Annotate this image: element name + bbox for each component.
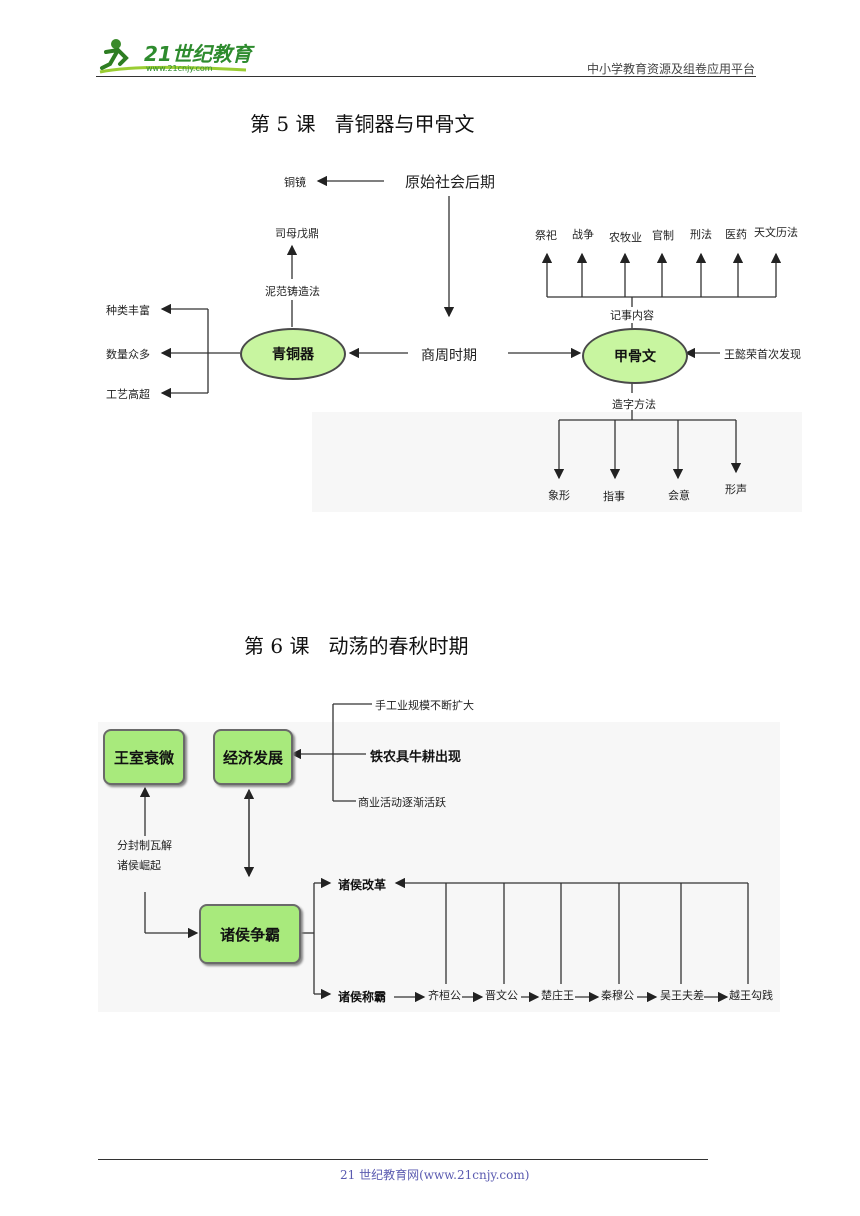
ruler-item: 越王勾践 (729, 989, 773, 1002)
node-fenfeng: 分封制瓦解 诸侯崛起 (117, 836, 172, 876)
method-item: 象形 (548, 489, 570, 502)
footer-text: 21 世纪教育网(www.21cnjy.com) (340, 1168, 530, 1182)
node-casting-method: 泥范铸造法 (265, 285, 320, 298)
node-discoverer: 王懿荣首次发现 (724, 348, 801, 361)
node-primitive-society: 原始社会后期 (405, 173, 496, 191)
node-record-content: 记事内容 (610, 307, 654, 323)
node-oracle-bone: 甲骨文 (582, 328, 688, 384)
node-economy: 经济发展 (213, 729, 293, 785)
ruler-item: 楚庄王 (541, 989, 574, 1002)
record-item: 医药 (725, 228, 747, 241)
header-logo: 21世纪教育 www.21cnjy.com (96, 34, 266, 78)
node-royal-decline: 王室衰微 (103, 729, 185, 785)
node-hegemony: 诸侯争霸 (199, 904, 301, 964)
ruler-item: 齐桓公 (428, 989, 461, 1002)
logo-text: 21世纪教育 (144, 42, 252, 66)
node-copper-mirror: 铜镜 (284, 176, 306, 189)
ruler-item: 秦穆公 (601, 989, 634, 1002)
site-name: 中小学教育资源及组卷应用平台 (586, 62, 755, 76)
lesson5-connectors (160, 175, 782, 480)
node-reform: 诸侯改革 (338, 878, 387, 892)
econ-item: 铁农具牛耕出现 (370, 750, 462, 765)
record-item: 农牧业 (609, 231, 642, 244)
record-item: 刑法 (690, 228, 712, 241)
record-item: 官制 (652, 229, 674, 242)
node-bronze: 青铜器 (240, 328, 346, 380)
logo-runner-icon (99, 39, 247, 74)
header-rule (96, 76, 756, 77)
record-item: 祭祀 (535, 229, 557, 242)
lesson6-connectors (139, 703, 749, 1003)
ruler-item: 吴王夫差 (660, 989, 704, 1002)
node-quantity: 数量众多 (106, 348, 150, 361)
node-shang-zhou: 商周时期 (421, 348, 477, 364)
node-method: 造字方法 (612, 398, 656, 411)
logo-url: www.21cnjy.com (146, 64, 213, 73)
method-item: 指事 (603, 490, 625, 503)
lesson5-diagram-bg (312, 412, 802, 512)
econ-item: 商业活动逐渐活跃 (358, 796, 446, 809)
econ-item: 手工业规模不断扩大 (375, 699, 474, 712)
node-dominate: 诸侯称霸 (338, 990, 387, 1004)
node-variety: 种类丰富 (106, 304, 150, 317)
record-item: 战争 (572, 228, 594, 241)
method-item: 形声 (725, 483, 747, 496)
ruler-item: 晋文公 (485, 989, 518, 1002)
lesson5-title: 第 5 课 青铜器与甲骨文 (250, 112, 475, 136)
footer-rule (98, 1159, 708, 1160)
record-item: 天文历法 (754, 226, 798, 239)
lesson6-title: 第 6 课 动荡的春秋时期 (244, 634, 469, 658)
node-simuwu-ding: 司母戊鼎 (275, 227, 319, 240)
node-craft: 工艺高超 (106, 388, 150, 401)
method-item: 会意 (668, 489, 690, 502)
